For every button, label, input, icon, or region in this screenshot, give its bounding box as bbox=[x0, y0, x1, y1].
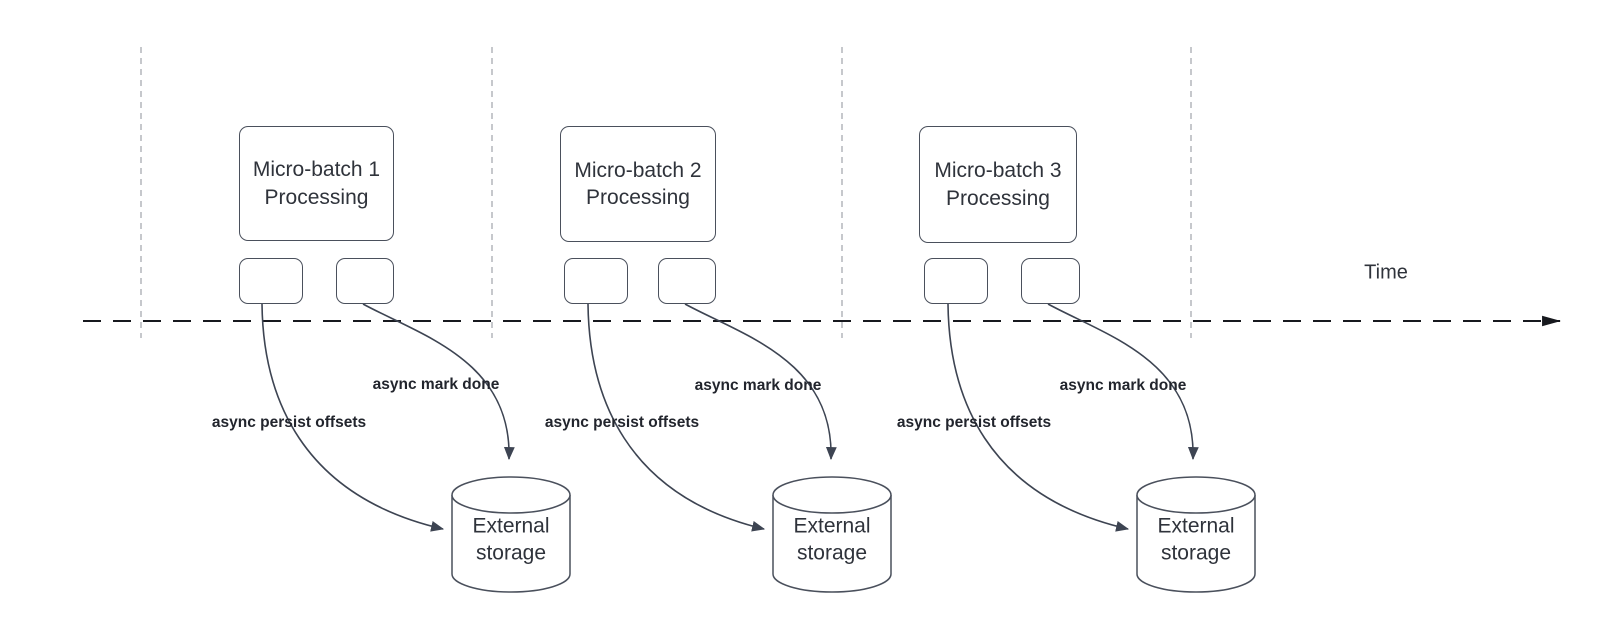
external-storage-label-2: External storage bbox=[793, 514, 871, 565]
mark-done-label-1: async mark done bbox=[372, 376, 500, 393]
external-storage-label-3: External storage bbox=[1157, 514, 1235, 565]
micro-batch-box-3: Micro-batch 3 Processing bbox=[919, 126, 1077, 243]
done-task-box-1 bbox=[336, 258, 394, 304]
external-storage-cylinder-3 bbox=[1136, 476, 1256, 593]
persist-offsets-arrow-3 bbox=[947, 303, 1130, 532]
external-storage-label-1: External storage bbox=[472, 514, 550, 565]
done-task-box-3 bbox=[1021, 258, 1080, 304]
offset-task-box-1 bbox=[239, 258, 303, 304]
persist-offsets-label-1: async persist offsets bbox=[211, 414, 367, 431]
mark-done-arrow-3 bbox=[1047, 303, 1199, 461]
mark-done-label-3: async mark done bbox=[1059, 377, 1187, 394]
mark-done-arrow-1 bbox=[362, 303, 515, 461]
persist-offsets-label-2: async persist offsets bbox=[544, 414, 700, 431]
persist-offsets-label-3: async persist offsets bbox=[896, 414, 1052, 431]
mark-done-label-2: async mark done bbox=[694, 377, 822, 394]
persist-offsets-arrow-1 bbox=[261, 303, 445, 532]
persist-offsets-arrow-2 bbox=[587, 303, 766, 532]
time-axis-label: Time bbox=[1364, 261, 1408, 284]
offset-task-box-2 bbox=[564, 258, 628, 304]
mark-done-arrow-2 bbox=[684, 303, 837, 461]
micro-batch-box-2: Micro-batch 2 Processing bbox=[560, 126, 716, 242]
external-storage-cylinder-1 bbox=[451, 476, 571, 593]
external-storage-cylinder-2 bbox=[772, 476, 892, 593]
offset-task-box-3 bbox=[924, 258, 988, 304]
micro-batch-box-1: Micro-batch 1 Processing bbox=[239, 126, 394, 241]
done-task-box-2 bbox=[658, 258, 716, 304]
